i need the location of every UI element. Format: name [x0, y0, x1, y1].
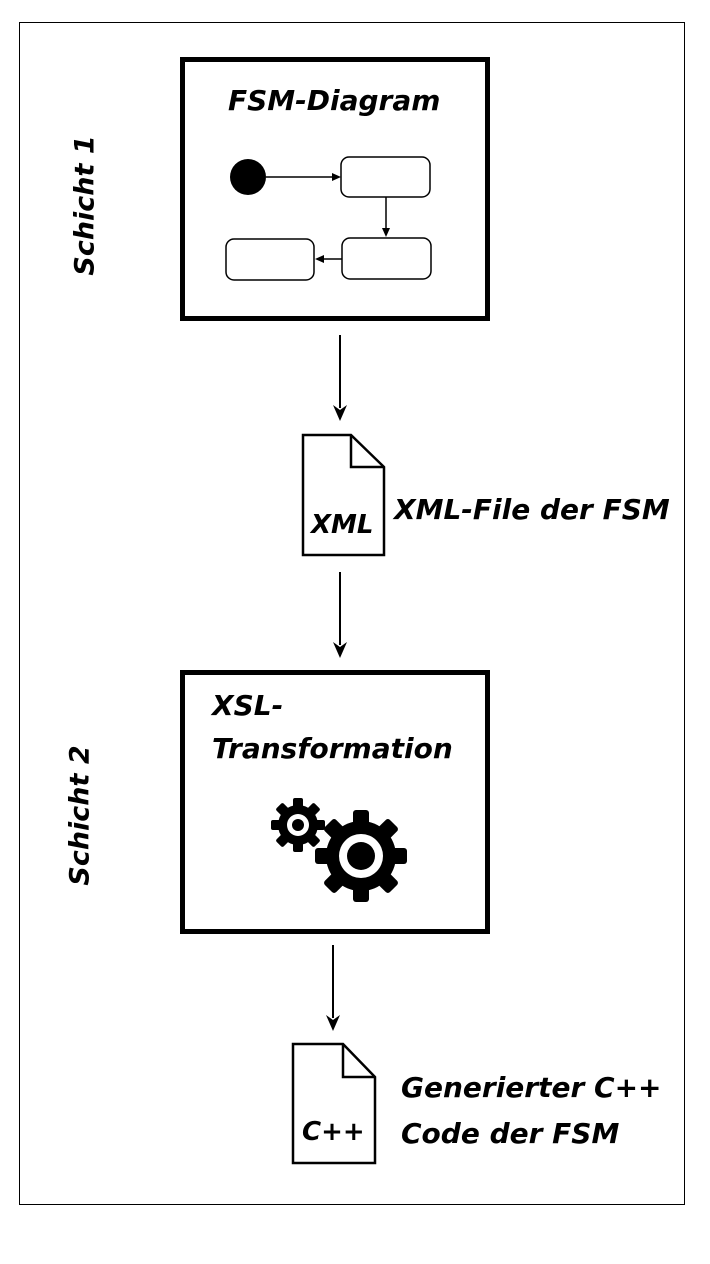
arrow-fsm-to-xml — [333, 335, 347, 421]
cpp-document-label: C++ — [302, 1117, 365, 1147]
xml-document-label: XML — [311, 510, 374, 540]
cpp-caption-line1: Generierter C++ — [401, 1071, 662, 1104]
diagram-frame — [19, 22, 685, 1205]
xml-document-icon — [301, 433, 386, 557]
arrow-xsl-to-cpp — [326, 945, 340, 1031]
xml-file-caption: XML-File der FSM — [394, 493, 670, 526]
gears-icon — [271, 798, 407, 902]
fsm-state-2 — [341, 237, 432, 280]
fsm-state-1 — [340, 156, 431, 198]
cpp-caption-line2: Code der FSM — [401, 1117, 620, 1150]
cpp-document-icon — [291, 1042, 377, 1165]
fsm-diagram-title: FSM-Diagram — [228, 84, 441, 117]
xsl-title-line1: XSL- — [212, 689, 284, 722]
fsm-state-3 — [225, 238, 315, 281]
fsm-mini-diagram — [225, 156, 432, 281]
fsm-initial-state — [230, 159, 266, 195]
arrow-xml-to-xsl — [333, 572, 347, 658]
xsl-transformation-box — [180, 670, 490, 934]
xsl-title-line2: Transformation — [212, 732, 453, 765]
